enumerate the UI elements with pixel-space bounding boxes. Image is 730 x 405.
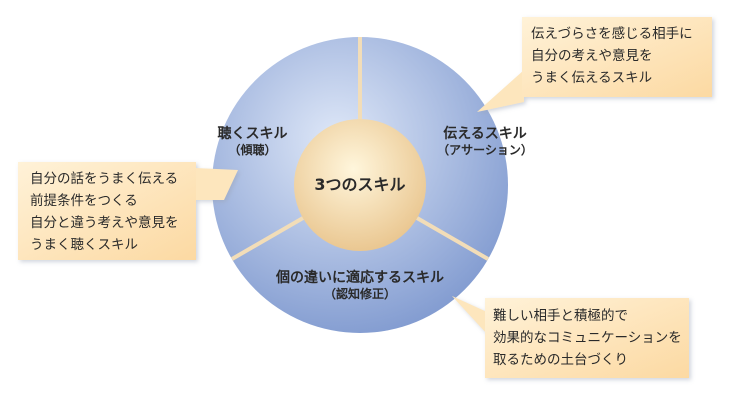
callout-adapt-line: 難しい相手と積極的で: [493, 308, 628, 324]
segment-listen-subtitle: （傾聴）: [228, 142, 277, 157]
segment-listen-label: 聴くスキル （傾聴）: [205, 126, 300, 157]
callout-listen-line: 自分と違う考えや意見を: [30, 215, 179, 231]
callout-convey-text: 伝えづらさを感じる相手に 自分の考えや意見を うまく伝えるスキル: [531, 23, 693, 89]
segment-adapt-label: 個の違いに適応するスキル （認知修正）: [270, 270, 450, 301]
callout-listen-line: うまく聴くスキル: [30, 237, 138, 253]
callout-convey-line: うまく伝えるスキル: [531, 70, 653, 86]
segment-adapt-subtitle: （認知修正）: [323, 286, 396, 301]
callout-listen-line: 自分の話をうまく伝える: [30, 171, 179, 187]
callout-listen-line: 前提条件をつくる: [30, 193, 138, 209]
segment-adapt-title: 個の違いに適応するスキル: [276, 270, 444, 286]
callout-adapt-text: 難しい相手と積極的で 効果的なコミュニケーションを 取るための土台づくり: [493, 305, 682, 371]
callout-listen-text: 自分の話をうまく伝える 前提条件をつくる 自分と違う考えや意見を うまく聴くスキ…: [30, 168, 179, 256]
callout-convey-line: 伝えづらさを感じる相手に: [531, 26, 693, 42]
center-circle: [294, 119, 426, 251]
callout-convey-shape: [477, 17, 712, 112]
callout-adapt-line: 取るための土台づくり: [493, 352, 628, 368]
callout-listen-shape: [18, 162, 238, 260]
divider-left: [230, 216, 305, 261]
callout-adapt-shape: [452, 296, 689, 378]
callout-adapt-line: 効果的なコミュニケーションを: [493, 330, 682, 346]
segment-convey-title: 伝えるスキル: [443, 126, 527, 142]
center-title: 3つのスキル: [314, 175, 406, 194]
callout-convey-line: 自分の考えや意見を: [531, 48, 653, 64]
segment-listen-title: 聴くスキル: [217, 126, 288, 142]
segment-convey-label: 伝えるスキル （アサーション）: [430, 126, 540, 157]
segment-convey-subtitle: （アサーション）: [437, 142, 533, 157]
divider-right: [415, 216, 490, 261]
